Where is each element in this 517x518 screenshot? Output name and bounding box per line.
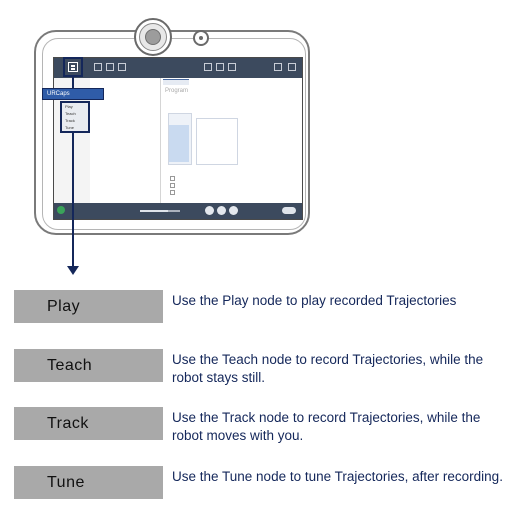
play-button[interactable] bbox=[205, 206, 214, 215]
tab-command[interactable] bbox=[163, 79, 189, 85]
program-title: Program bbox=[165, 88, 189, 94]
save-file-icon[interactable] bbox=[228, 63, 236, 71]
robot-status-indicator[interactable] bbox=[57, 206, 65, 214]
urcaps-submenu bbox=[60, 101, 90, 133]
program-menu-icon[interactable] bbox=[63, 57, 83, 77]
tab-variables[interactable] bbox=[219, 79, 245, 85]
node-label-tune: Tune bbox=[14, 466, 163, 499]
submenu-item-tune[interactable]: Tune bbox=[65, 125, 74, 130]
emergency-stop-core bbox=[145, 29, 161, 45]
node-label-track: Track bbox=[14, 407, 163, 440]
simulation-toggle[interactable] bbox=[282, 207, 296, 214]
log-icon[interactable] bbox=[118, 63, 126, 71]
submenu-item-teach[interactable]: Teach bbox=[65, 111, 76, 116]
node-description-play: Use the Play node to play recorded Traje… bbox=[172, 293, 457, 308]
node-list-fill bbox=[169, 125, 189, 162]
urcaps-label: URCaps bbox=[47, 91, 70, 97]
checkbox-2[interactable] bbox=[170, 183, 175, 188]
new-file-icon[interactable] bbox=[204, 63, 212, 71]
node-label-teach: Teach bbox=[14, 349, 163, 382]
tab-graphics[interactable] bbox=[191, 79, 217, 85]
speed-slider-fill bbox=[140, 210, 168, 212]
open-file-icon[interactable] bbox=[216, 63, 224, 71]
checkbox-3[interactable] bbox=[170, 190, 175, 195]
arrow-down-icon bbox=[67, 266, 79, 275]
move-icon[interactable] bbox=[94, 63, 102, 71]
node-description-track: Use the Track node to record Trajectorie… bbox=[172, 410, 481, 443]
connector-line bbox=[72, 77, 74, 88]
urcaps-menu-header[interactable]: URCaps bbox=[42, 88, 104, 100]
node-description-teach: Use the Teach node to record Trajectorie… bbox=[172, 352, 484, 385]
step-button[interactable] bbox=[217, 206, 226, 215]
submenu-item-track[interactable]: Track bbox=[65, 118, 75, 123]
node-label-play: Play bbox=[14, 290, 163, 323]
checkbox-1[interactable] bbox=[170, 176, 175, 181]
node-description-tune: Use the Tune node to tune Trajectories, … bbox=[172, 469, 503, 484]
stop-button[interactable] bbox=[229, 206, 238, 215]
teach-pendant-inner-frame bbox=[42, 38, 306, 230]
program-tree-box bbox=[196, 118, 238, 165]
power-button[interactable] bbox=[193, 30, 209, 46]
settings-icon[interactable] bbox=[274, 63, 282, 71]
menu-icon[interactable] bbox=[288, 63, 296, 71]
io-icon[interactable] bbox=[106, 63, 114, 71]
submenu-item-play[interactable]: Play bbox=[65, 104, 73, 109]
arrow-line bbox=[72, 133, 74, 268]
screen-header-bar bbox=[54, 58, 302, 78]
